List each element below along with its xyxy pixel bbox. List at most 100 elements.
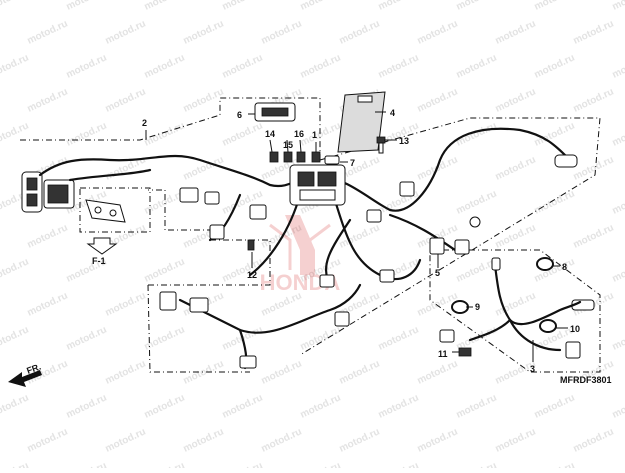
callout-3: 3 [530, 364, 535, 374]
watermark-text: motod.ru [182, 358, 226, 386]
callout-12: 12 [247, 270, 257, 280]
watermark-text: motod.ru [299, 324, 343, 352]
watermark-text: motod.ru [611, 52, 625, 80]
watermark-text: motod.ru [494, 222, 538, 250]
connectors [159, 154, 595, 369]
callout-4: 4 [390, 108, 395, 118]
watermark-text: motod.ru [377, 0, 421, 13]
watermark-text: motod.ru [377, 392, 421, 420]
watermark-text: motod.ru [104, 358, 148, 386]
watermark-text: motod.ru [455, 188, 499, 216]
watermark-text: motod.ru [611, 460, 625, 468]
watermark-text: motod.ru [221, 256, 265, 284]
leader-lines [145, 111, 568, 362]
watermark-text: motod.ru [416, 18, 460, 46]
watermark-text: motod.ru [299, 52, 343, 80]
view-arrow-icon [86, 237, 118, 255]
watermark-text: motod.ru [338, 18, 382, 46]
watermark-text: motod.ru [65, 0, 109, 13]
callout-9: 9 [475, 302, 480, 312]
watermark-text: motod.ru [572, 18, 616, 46]
bracket-part [85, 199, 126, 223]
callout-14: 14 [265, 129, 275, 139]
callout-6: 6 [237, 110, 242, 120]
watermark-text: motod.ru [26, 86, 70, 114]
group-frame-lower [147, 189, 271, 373]
watermark-text: motod.ru [143, 392, 187, 420]
watermark-text: motod.ru [455, 460, 499, 468]
main-wire-harness [38, 127, 572, 370]
callout-7: 7 [350, 158, 355, 168]
watermark-text: motod.ru [494, 426, 538, 454]
watermark-text: motod.ru [611, 0, 625, 13]
cover-pad [337, 91, 386, 153]
center-junction [289, 164, 346, 206]
watermark-text: motod.ru [65, 120, 109, 148]
watermark-text: motod.ru [0, 52, 31, 80]
watermark-text: motod.ru [494, 86, 538, 114]
watermark-text: motod.ru [377, 460, 421, 468]
watermark-text: motod.ru [143, 0, 187, 13]
watermark-text: motod.ru [143, 120, 187, 148]
watermark-text: motod.ru [533, 0, 577, 13]
watermark-text: motod.ru [143, 256, 187, 284]
watermark-text: motod.ru [26, 426, 70, 454]
watermark-text: motod.ru [338, 358, 382, 386]
watermark-text: motod.ru [65, 324, 109, 352]
group-frame-2 [20, 97, 321, 160]
watermark-text: motod.ru [182, 426, 226, 454]
diagram-code: MFRDF3801 [560, 375, 612, 385]
fuse-set [269, 151, 340, 165]
watermark-text: motod.ru [260, 18, 304, 46]
watermark-text: motod.ru [533, 460, 577, 468]
watermark-text: motod.ru [416, 358, 460, 386]
watermark-text: motod.ru [416, 426, 460, 454]
callout-2: 2 [142, 118, 147, 128]
watermark-text: motod.ru [65, 460, 109, 468]
watermark-text: motod.ru [572, 86, 616, 114]
watermark-text: motod.ru [455, 0, 499, 13]
watermark-text: motod.ru [182, 86, 226, 114]
watermark-text: motod.ru [611, 256, 625, 284]
watermark-text: motod.ru [65, 52, 109, 80]
watermark-text: motod.ru [221, 52, 265, 80]
watermark-text: motod.ru [221, 0, 265, 13]
watermark-text: motod.ru [104, 86, 148, 114]
watermark-text: motod.ru [572, 426, 616, 454]
group-frame-main [299, 117, 601, 356]
callout-10: 10 [570, 324, 580, 334]
callout-13: 13 [399, 136, 409, 146]
watermark-text: motod.ru [104, 18, 148, 46]
watermark-text: motod.ru [221, 392, 265, 420]
watermark-text: motod.ru [572, 154, 616, 182]
clip-11-part [458, 347, 472, 357]
watermark-text: motod.ru [65, 392, 109, 420]
watermark-text: motod.ru [143, 460, 187, 468]
relay-unit [254, 102, 296, 122]
watermark-text: motod.ru [26, 222, 70, 250]
watermark-text: motod.ru [611, 324, 625, 352]
watermark-text: motod.ru [0, 324, 31, 352]
watermark-text: motod.ru [533, 392, 577, 420]
arrow-left-icon [8, 370, 42, 387]
watermark-text: motod.ru [0, 256, 31, 284]
callout-15: 15 [283, 140, 293, 150]
watermark-text: motod.ru [143, 52, 187, 80]
watermark-text: motod.ru [0, 0, 31, 13]
watermark-text: motod.ru [221, 120, 265, 148]
view-label: F-1 [92, 256, 106, 266]
left-connector-cluster [21, 171, 75, 213]
watermark-text: motod.ru [494, 154, 538, 182]
watermark-text: motod.ru [221, 460, 265, 468]
watermark-text: motod.ru [260, 426, 304, 454]
watermark-text: motod.ru [299, 392, 343, 420]
watermark-text: motod.ru [104, 290, 148, 318]
watermark-text: motod.ru [455, 120, 499, 148]
group-frame-left [79, 187, 151, 233]
watermark-text: motod.ru [377, 324, 421, 352]
watermark-text: motod.ru [455, 392, 499, 420]
watermark-text: motod.ru [0, 460, 31, 468]
